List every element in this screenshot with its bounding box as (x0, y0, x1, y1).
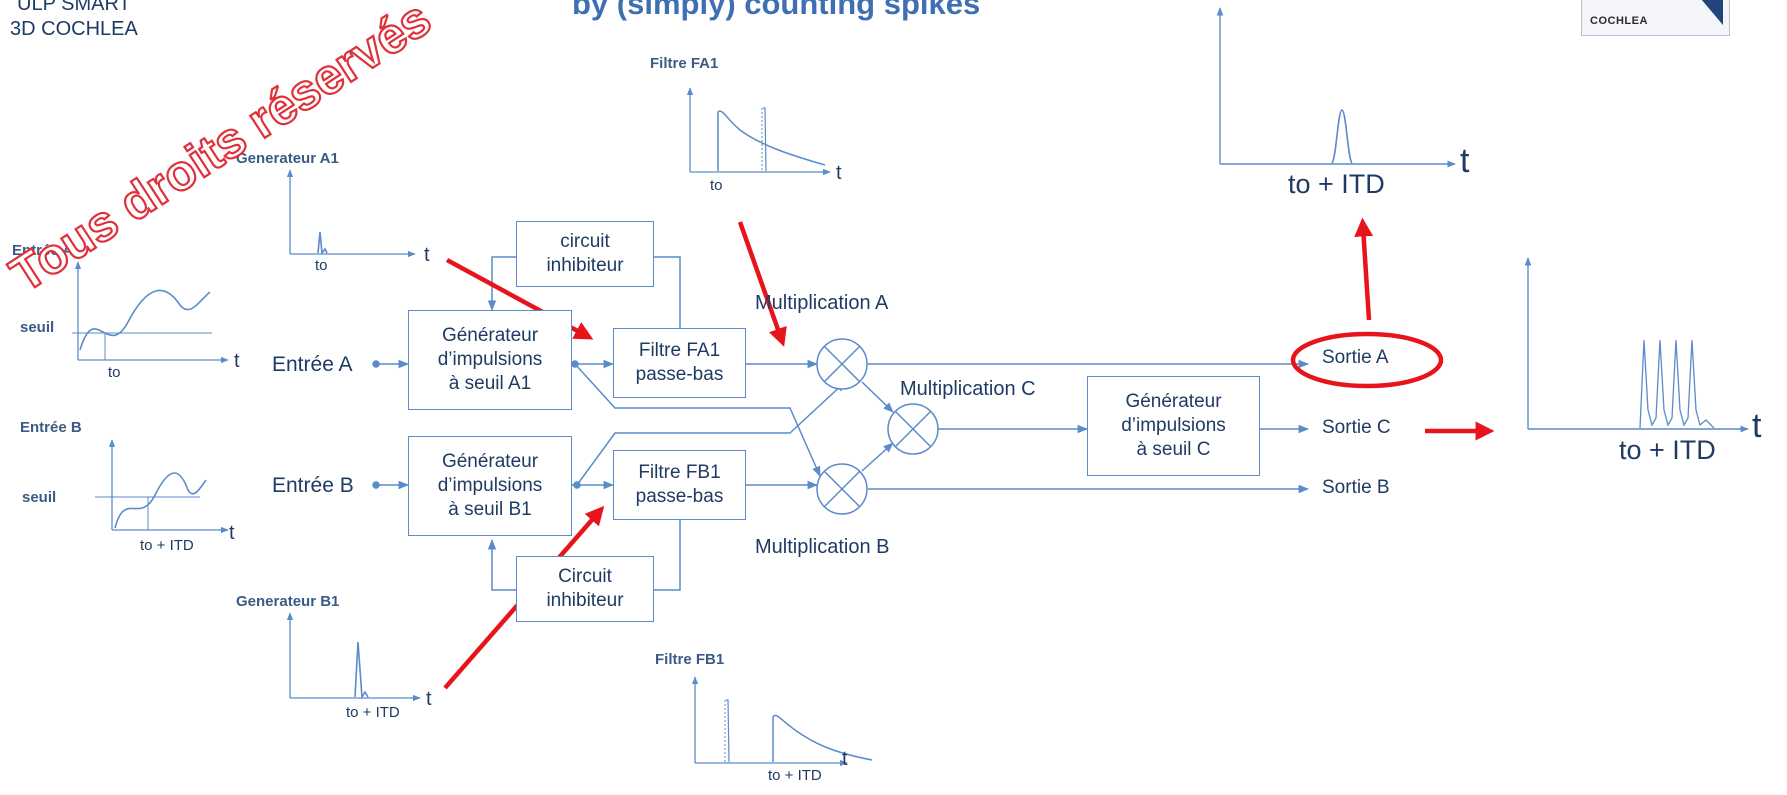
plot-filtre-fb1-tick: to + ITD (768, 767, 822, 784)
inhib-top-line1: circuit (560, 231, 610, 253)
plot-entree-a-tick: to (108, 364, 121, 381)
plot-gen-a1-title: Generateur A1 (236, 150, 339, 167)
gen-b1-line2: d’impulsions (437, 475, 543, 497)
plot-filtre-fa1 (686, 87, 831, 176)
red-arrow-fa1plot-to-multa (737, 221, 787, 347)
wire-inhib-bottom-genb1 (487, 538, 516, 591)
plot-entree-a-threshold: seuil (20, 319, 55, 336)
plot-generateur-b1 (286, 612, 421, 702)
plot-gen-a1-tick: to (315, 257, 328, 274)
red-arrow-sortiea-to-plot (1354, 217, 1374, 321)
plot-filtre-fa1-tick: to (710, 177, 723, 194)
org-line-1: ULP SMART (17, 0, 131, 15)
page-title: by (simply) counting spikes (572, 0, 981, 21)
plot-entree-a-title: Entrée A (12, 242, 74, 259)
entree-b-dot (372, 481, 380, 489)
plot-entree-b-threshold: seuil (22, 489, 57, 506)
filtre-fb1-line1: Filtre FB1 (638, 462, 721, 484)
plot-entree-b-axis-t: t (229, 522, 235, 544)
gen-c-line1: Générateur (1125, 391, 1222, 413)
filtre-fa1-line1: Filtre FA1 (638, 340, 721, 362)
plot-sortie-c-axis-t: t (1752, 407, 1762, 445)
generator-c-block: Générateur d’impulsions à seuil C (1087, 376, 1260, 476)
plot-filtre-fb1-title: Filtre FB1 (655, 651, 725, 668)
multiplication-a-label: Multiplication A (755, 292, 889, 314)
sortie-c-label: Sortie C (1322, 417, 1391, 438)
plot-sortie-c (1524, 257, 1749, 433)
gen-a1-line1: Générateur (441, 325, 539, 347)
wire-multb-multc (861, 442, 894, 472)
wire-multa-multc (861, 381, 894, 413)
plot-sortie-a (1216, 7, 1456, 168)
org-line-2: 3D COCHLEA (10, 18, 138, 40)
plot-entree-a-axis-t: t (234, 350, 240, 372)
inhibitor-bottom-block: Circuit inhibiteur (516, 556, 654, 622)
sortie-b-label: Sortie B (1322, 477, 1390, 498)
filtre-fa1-line2: passe-bas (635, 364, 724, 385)
entree-a-label: Entrée A (272, 353, 353, 376)
plot-filtre-fa1-axis-t: t (836, 162, 842, 184)
gen-b1-line3: à seuil B1 (448, 498, 532, 520)
gen-a1-line2: d’impulsions (437, 349, 543, 371)
filter-fa1-block: Filtre FA1 passe-bas (613, 328, 746, 398)
generator-a1-block: Générateur d’impulsions à seuil A1 (408, 310, 572, 410)
plot-entree-a (72, 261, 229, 364)
plot-filtre-fb1 (691, 676, 873, 767)
plot-entree-b (95, 439, 229, 534)
plot-entree-b-title: Entrée B (20, 419, 82, 436)
entree-b-label: Entrée B (272, 474, 354, 497)
generator-b1-block: Générateur d’impulsions à seuil B1 (408, 436, 572, 536)
entree-a-dot (372, 360, 380, 368)
sortie-a-label: Sortie A (1322, 347, 1389, 368)
multiplier-c-icon (887, 403, 939, 455)
plot-gen-b1-title: Generateur B1 (236, 593, 340, 610)
multiplier-b-icon (816, 463, 868, 515)
wire-genb1-multa (576, 381, 846, 486)
plot-gen-b1-tick: to + ITD (346, 704, 400, 721)
plot-entree-b-tick: to + ITD (140, 537, 194, 554)
gen-b1-line1: Générateur (441, 451, 539, 473)
multiplication-c-label: Multiplication C (900, 378, 1036, 400)
gen-c-line3: à seuil C (1136, 438, 1211, 460)
filter-fb1-block: Filtre FB1 passe-bas (613, 450, 746, 520)
inhib-top-line2: inhibiteur (546, 255, 624, 276)
multiplication-b-label: Multiplication B (755, 536, 890, 558)
wire-gena1-multb (574, 363, 821, 477)
plot-gen-a1-axis-t: t (424, 244, 430, 266)
filtre-fb1-line2: passe-bas (635, 486, 724, 507)
plot-gen-b1-axis-t: t (426, 688, 432, 710)
inhib-bottom-line2: inhibiteur (546, 590, 624, 611)
wire-fa1-inhib-top (654, 256, 681, 338)
plot-filtre-fb1-axis-t: t (842, 748, 848, 770)
plot-sortie-c-tick: to + ITD (1619, 435, 1716, 465)
wire-fb1-inhib-bottom (654, 520, 681, 591)
multiplier-a-icon (816, 338, 868, 390)
gen-c-line2: d’impulsions (1121, 415, 1226, 437)
org-label: ULP SMART 3D COCHLEA (10, 0, 138, 42)
inhibitor-top-block: circuit inhibiteur (516, 221, 654, 287)
inhib-bottom-line1: Circuit (558, 566, 612, 588)
cochlea-logo: COCHLEA (1581, 0, 1730, 36)
plot-sortie-a-tick: to + ITD (1288, 169, 1385, 199)
sortie-a-highlight (1290, 331, 1444, 389)
logo-text: COCHLEA (1590, 15, 1648, 27)
plot-sortie-a-axis-t: t (1460, 142, 1470, 180)
plot-generateur-a1 (286, 169, 416, 258)
plot-filtre-fa1-title: Filtre FA1 (650, 55, 719, 72)
wire-inhib-top-gena1 (487, 256, 516, 312)
gen-a1-line3: à seuil A1 (448, 372, 532, 394)
logo-mark-icon (1701, 0, 1723, 25)
